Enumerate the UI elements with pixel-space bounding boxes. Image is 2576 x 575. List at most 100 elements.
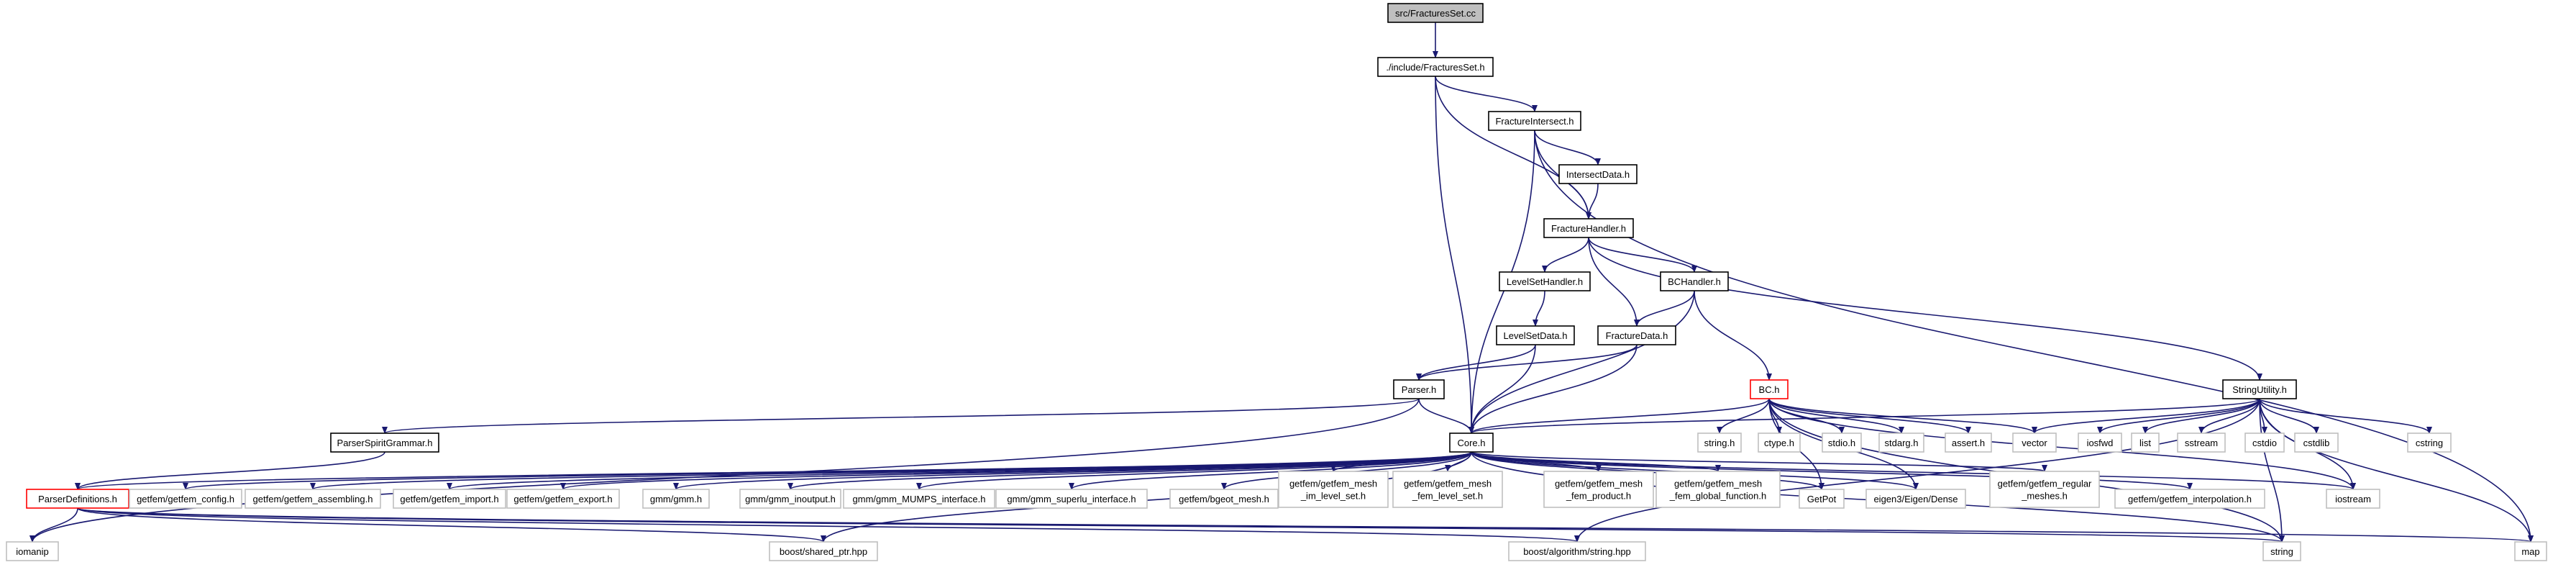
node-bchandler[interactable]: BCHandler.h <box>1660 271 1729 291</box>
node-shared-ptr: boost/shared_ptr.hpp <box>769 541 878 561</box>
node-include-fracturesset[interactable]: ./include/FracturesSet.h <box>1377 57 1494 77</box>
node-label: FractureHandler.h <box>1551 223 1626 234</box>
node-ctype: ctype.h <box>1758 433 1801 453</box>
node-box <box>2326 489 2380 509</box>
node-box <box>1697 433 1742 453</box>
edge-include-fracturesset-to-fracturehandler <box>1435 76 1591 219</box>
node-parserdefinitions[interactable]: ParserDefinitions.h <box>26 489 129 509</box>
node-iostream: iostream <box>2326 489 2380 509</box>
edge-core-to-gmm-superlu <box>1069 451 1472 490</box>
node-root[interactable]: src/FracturesSet.cc <box>1387 3 1484 23</box>
node-box <box>1878 433 1924 453</box>
edge-fractureintersect-to-intersectdata <box>1534 130 1601 166</box>
node-label: getfem/getfem_import.h <box>400 494 498 504</box>
node-iosfwd: iosfwd <box>2078 433 2122 453</box>
node-box <box>1822 433 1862 453</box>
node-label: getfem/getfem_mesh <box>1555 479 1643 489</box>
node-box <box>1543 471 1654 508</box>
node-stdarg: stdarg.h <box>1878 433 1924 453</box>
node-box <box>1377 57 1494 77</box>
edge-levelsetdata-to-parser <box>1416 344 1536 381</box>
node-label: gmm/gmm.h <box>650 494 702 504</box>
node-box <box>1758 433 1801 453</box>
node-gmm-mumps: gmm/gmm_MUMPS_interface.h <box>843 489 995 509</box>
node-label: stdio.h <box>1828 438 1855 448</box>
edge-parserdefinitions-to-map <box>77 507 2533 543</box>
edge-fractureintersect-to-core <box>1469 130 1535 434</box>
node-intersectdata[interactable]: IntersectData.h <box>1558 164 1638 184</box>
node-label: FractureIntersect.h <box>1495 116 1574 127</box>
node-bc[interactable]: BC.h <box>1750 379 1789 399</box>
node-label: assert.h <box>1952 438 1985 448</box>
node-fracturehandler[interactable]: FractureHandler.h <box>1543 218 1634 238</box>
node-box <box>1558 164 1638 184</box>
node-cstring: cstring <box>2407 433 2452 453</box>
node-levelsetdata[interactable]: LevelSetData.h <box>1496 325 1575 345</box>
edge-bc-to-core <box>1469 398 1770 434</box>
node-label: iomanip <box>16 546 49 557</box>
node-label: _fem_global_function.h <box>1669 491 1766 502</box>
node-parserspiritgrammar[interactable]: ParserSpiritGrammar.h <box>330 433 439 453</box>
node-label: boost/algorithm/string.hpp <box>1523 546 1631 557</box>
node-box <box>1543 218 1634 238</box>
edge-stringutility-to-cstdlib <box>2259 398 2319 434</box>
node-box <box>1392 471 1503 508</box>
edge-stringutility-to-iosfwd <box>2097 398 2260 434</box>
edge-parser-to-iomanip <box>29 398 1420 543</box>
edge-stringutility-to-vector <box>2032 398 2260 434</box>
node-label: GetPot <box>1807 494 1837 504</box>
node-label: ctype.h <box>1764 438 1794 448</box>
edge-bc-to-stdio <box>1768 398 1845 434</box>
node-label: getfem/getfem_mesh <box>1289 479 1377 489</box>
node-regular-meshes: getfem/getfem_regular _meshes.h <box>1989 471 2100 508</box>
node-box <box>1989 471 2100 508</box>
node-stringh: string.h <box>1697 433 1742 453</box>
node-stringutility[interactable]: StringUtility.h <box>2222 379 2297 399</box>
edge-levelsethandler-to-levelsetdata <box>1533 290 1545 327</box>
node-label: vector <box>2022 438 2047 448</box>
node-label: getfem/getfem_config.h <box>137 494 234 504</box>
edge-parserdefinitions-to-algorithm-string <box>77 507 1580 543</box>
node-label: BC.h <box>1759 384 1780 395</box>
node-mesh-fem-level-set: getfem/getfem_mesh_fem_level_set.h <box>1392 471 1503 508</box>
node-iomanip: iomanip <box>6 541 59 561</box>
edge-stringutility-to-list <box>2142 398 2260 434</box>
node-label: StringUtility.h <box>2232 384 2287 395</box>
edge-include-fracturesset-to-core <box>1435 76 1474 434</box>
edge-core-to-gmm <box>673 451 1472 490</box>
node-getfem-config: getfem/getfem_config.h <box>129 489 242 509</box>
node-levelsethandler[interactable]: LevelSetHandler.h <box>1499 271 1591 291</box>
edge-bc-to-iostream <box>1768 398 2356 490</box>
node-label: _fem_product.h <box>1566 491 1631 502</box>
node-label: getfem/getfem_regular <box>1998 479 2092 489</box>
node-fractureintersect[interactable]: FractureIntersect.h <box>1488 111 1581 131</box>
node-label: ParserSpiritGrammar.h <box>337 438 433 448</box>
node-box <box>1799 489 1845 509</box>
node-label: getfem/getfem_export.h <box>513 494 612 504</box>
node-box <box>245 489 381 509</box>
node-fracturedata[interactable]: FractureData.h <box>1597 325 1676 345</box>
node-label: _im_level_set.h <box>1300 491 1366 502</box>
node-label: gmm/gmm_inoutput.h <box>745 494 836 504</box>
node-box <box>1750 379 1789 399</box>
node-box <box>1387 3 1484 23</box>
node-label: _meshes.h <box>2021 491 2068 502</box>
node-assert: assert.h <box>1945 433 1992 453</box>
node-label: _fem_level_set.h <box>1412 491 1483 502</box>
node-label: cstring <box>2416 438 2443 448</box>
node-box <box>2407 433 2452 453</box>
node-box <box>2244 433 2285 453</box>
node-label: string <box>2270 546 2293 557</box>
node-box <box>330 433 439 453</box>
node-label: LevelSetHandler.h <box>1507 276 1583 287</box>
node-label: getfem/getfem_mesh <box>1674 479 1762 489</box>
node-map: map <box>2514 541 2547 561</box>
node-getpot: GetPot <box>1799 489 1845 509</box>
edge-bchandler-to-bc <box>1694 290 1772 381</box>
node-box <box>2514 541 2547 561</box>
node-core[interactable]: Core.h <box>1449 433 1494 453</box>
node-box <box>769 541 878 561</box>
node-parser[interactable]: Parser.h <box>1393 379 1445 399</box>
node-getfem-interpolation: getfem/getfem_interpolation.h <box>2114 489 2265 509</box>
